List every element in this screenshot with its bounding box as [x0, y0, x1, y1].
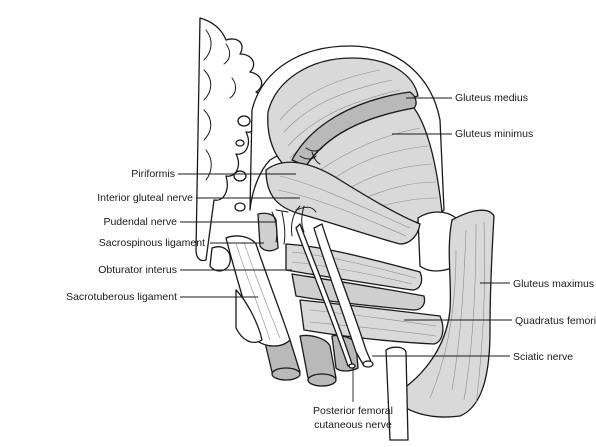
label-gluteus-medius: Gluteus medius — [455, 92, 528, 104]
label-gluteus-minimus: Gluteus minimus — [455, 128, 533, 140]
inferior-gluteal-nerve — [291, 205, 317, 237]
label-sacrospinous-ligament: Sacrospinous ligament — [99, 237, 205, 249]
leader-lines — [178, 97, 512, 402]
label-piriformis: Piriformis — [131, 168, 175, 180]
posterior-femoral-cutaneous-nerve — [295, 223, 356, 369]
piriformis-muscle — [265, 161, 421, 245]
label-pudendal-nerve: Pudendal nerve — [103, 216, 177, 228]
label-posterior-femoral-line1: Posterior femoral — [313, 405, 393, 417]
sacrospinous-ligament — [257, 212, 279, 252]
label-sciatic-nerve: Sciatic nerve — [513, 351, 573, 363]
label-gluteus-maximus: Gluteus maximus — [513, 278, 594, 290]
femur-shaft — [385, 346, 409, 441]
obturator-internus-muscle — [285, 243, 423, 291]
sciatic-nerve — [313, 223, 374, 368]
label-posterior-femoral-line2: cutaneous nerve — [314, 419, 392, 431]
label-obturator-interus: Obturator interus — [98, 264, 177, 276]
superior-gluteal-nerve — [299, 147, 323, 165]
ischial-region — [209, 246, 263, 343]
label-inferior-gluteal-nerve: Interior gluteal nerve — [97, 192, 193, 204]
gluteus-maximus-muscle — [391, 209, 495, 418]
sacral-foramina — [233, 115, 251, 212]
labels: Gluteus medius Gluteus minimus Piriformi… — [66, 92, 596, 431]
label-quadratus-femoris: Quadratus femoris — [515, 315, 596, 327]
pudendal-nerve — [271, 209, 289, 245]
label-sacrotuberous-ligament: Sacrotuberous ligament — [66, 291, 177, 303]
